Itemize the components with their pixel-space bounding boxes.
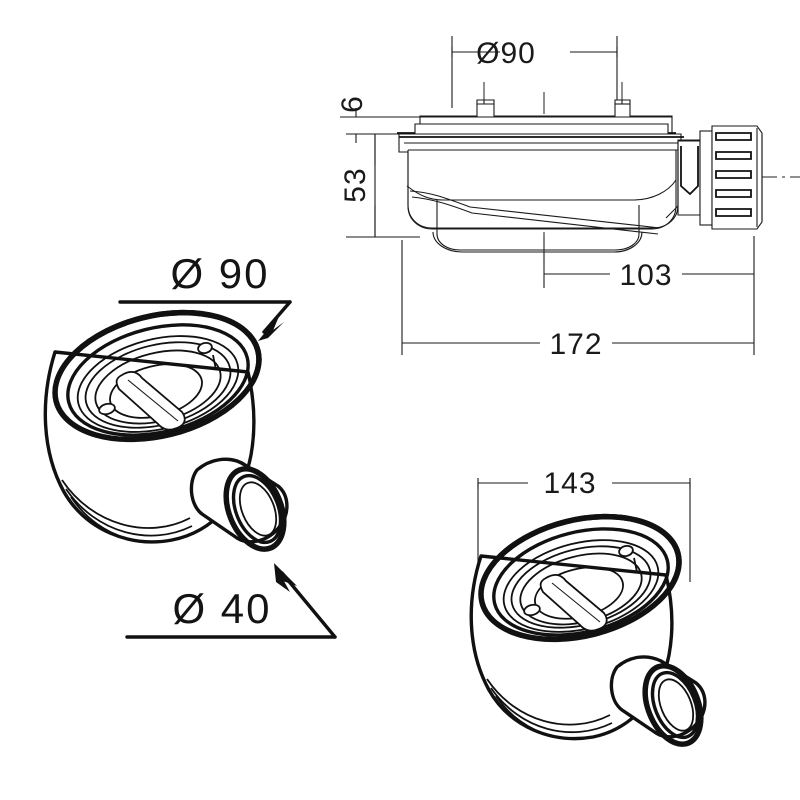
- isometric-view-lower-right: [469, 478, 707, 747]
- trap-flange: [340, 115, 676, 135]
- dimension-dia90-section: [451, 36, 618, 108]
- label-dia40-iso: Ø 40: [172, 585, 271, 632]
- nut-ribs: [715, 132, 752, 217]
- trap-body-iso-2: [469, 513, 707, 747]
- compression-nut: [699, 125, 763, 230]
- dimension-labels: Ø90 6 53 103 172 Ø 90 Ø 40 143: [170, 37, 672, 632]
- leader-dia40-iso: [125, 563, 337, 639]
- label-172: 172: [549, 328, 602, 361]
- label-53: 53: [339, 167, 372, 202]
- label-103: 103: [619, 259, 672, 292]
- clamp-bolts: [476, 99, 631, 118]
- label-dia90-iso: Ø 90: [170, 250, 269, 297]
- trap-body-iso-1: [43, 309, 289, 552]
- cross-section-view: [340, 36, 800, 355]
- dimension-53: [346, 134, 420, 238]
- label-dia90-section: Ø90: [476, 37, 536, 70]
- dimension-172: [401, 240, 755, 355]
- isometric-view-upper-left: [43, 300, 337, 639]
- outlet-throat-section: [677, 139, 705, 216]
- trap-body-section: [398, 133, 684, 253]
- internal-weir: [409, 190, 679, 235]
- label-6: 6: [336, 95, 369, 113]
- leader-dia90-iso: [118, 300, 292, 341]
- label-143: 143: [543, 467, 596, 500]
